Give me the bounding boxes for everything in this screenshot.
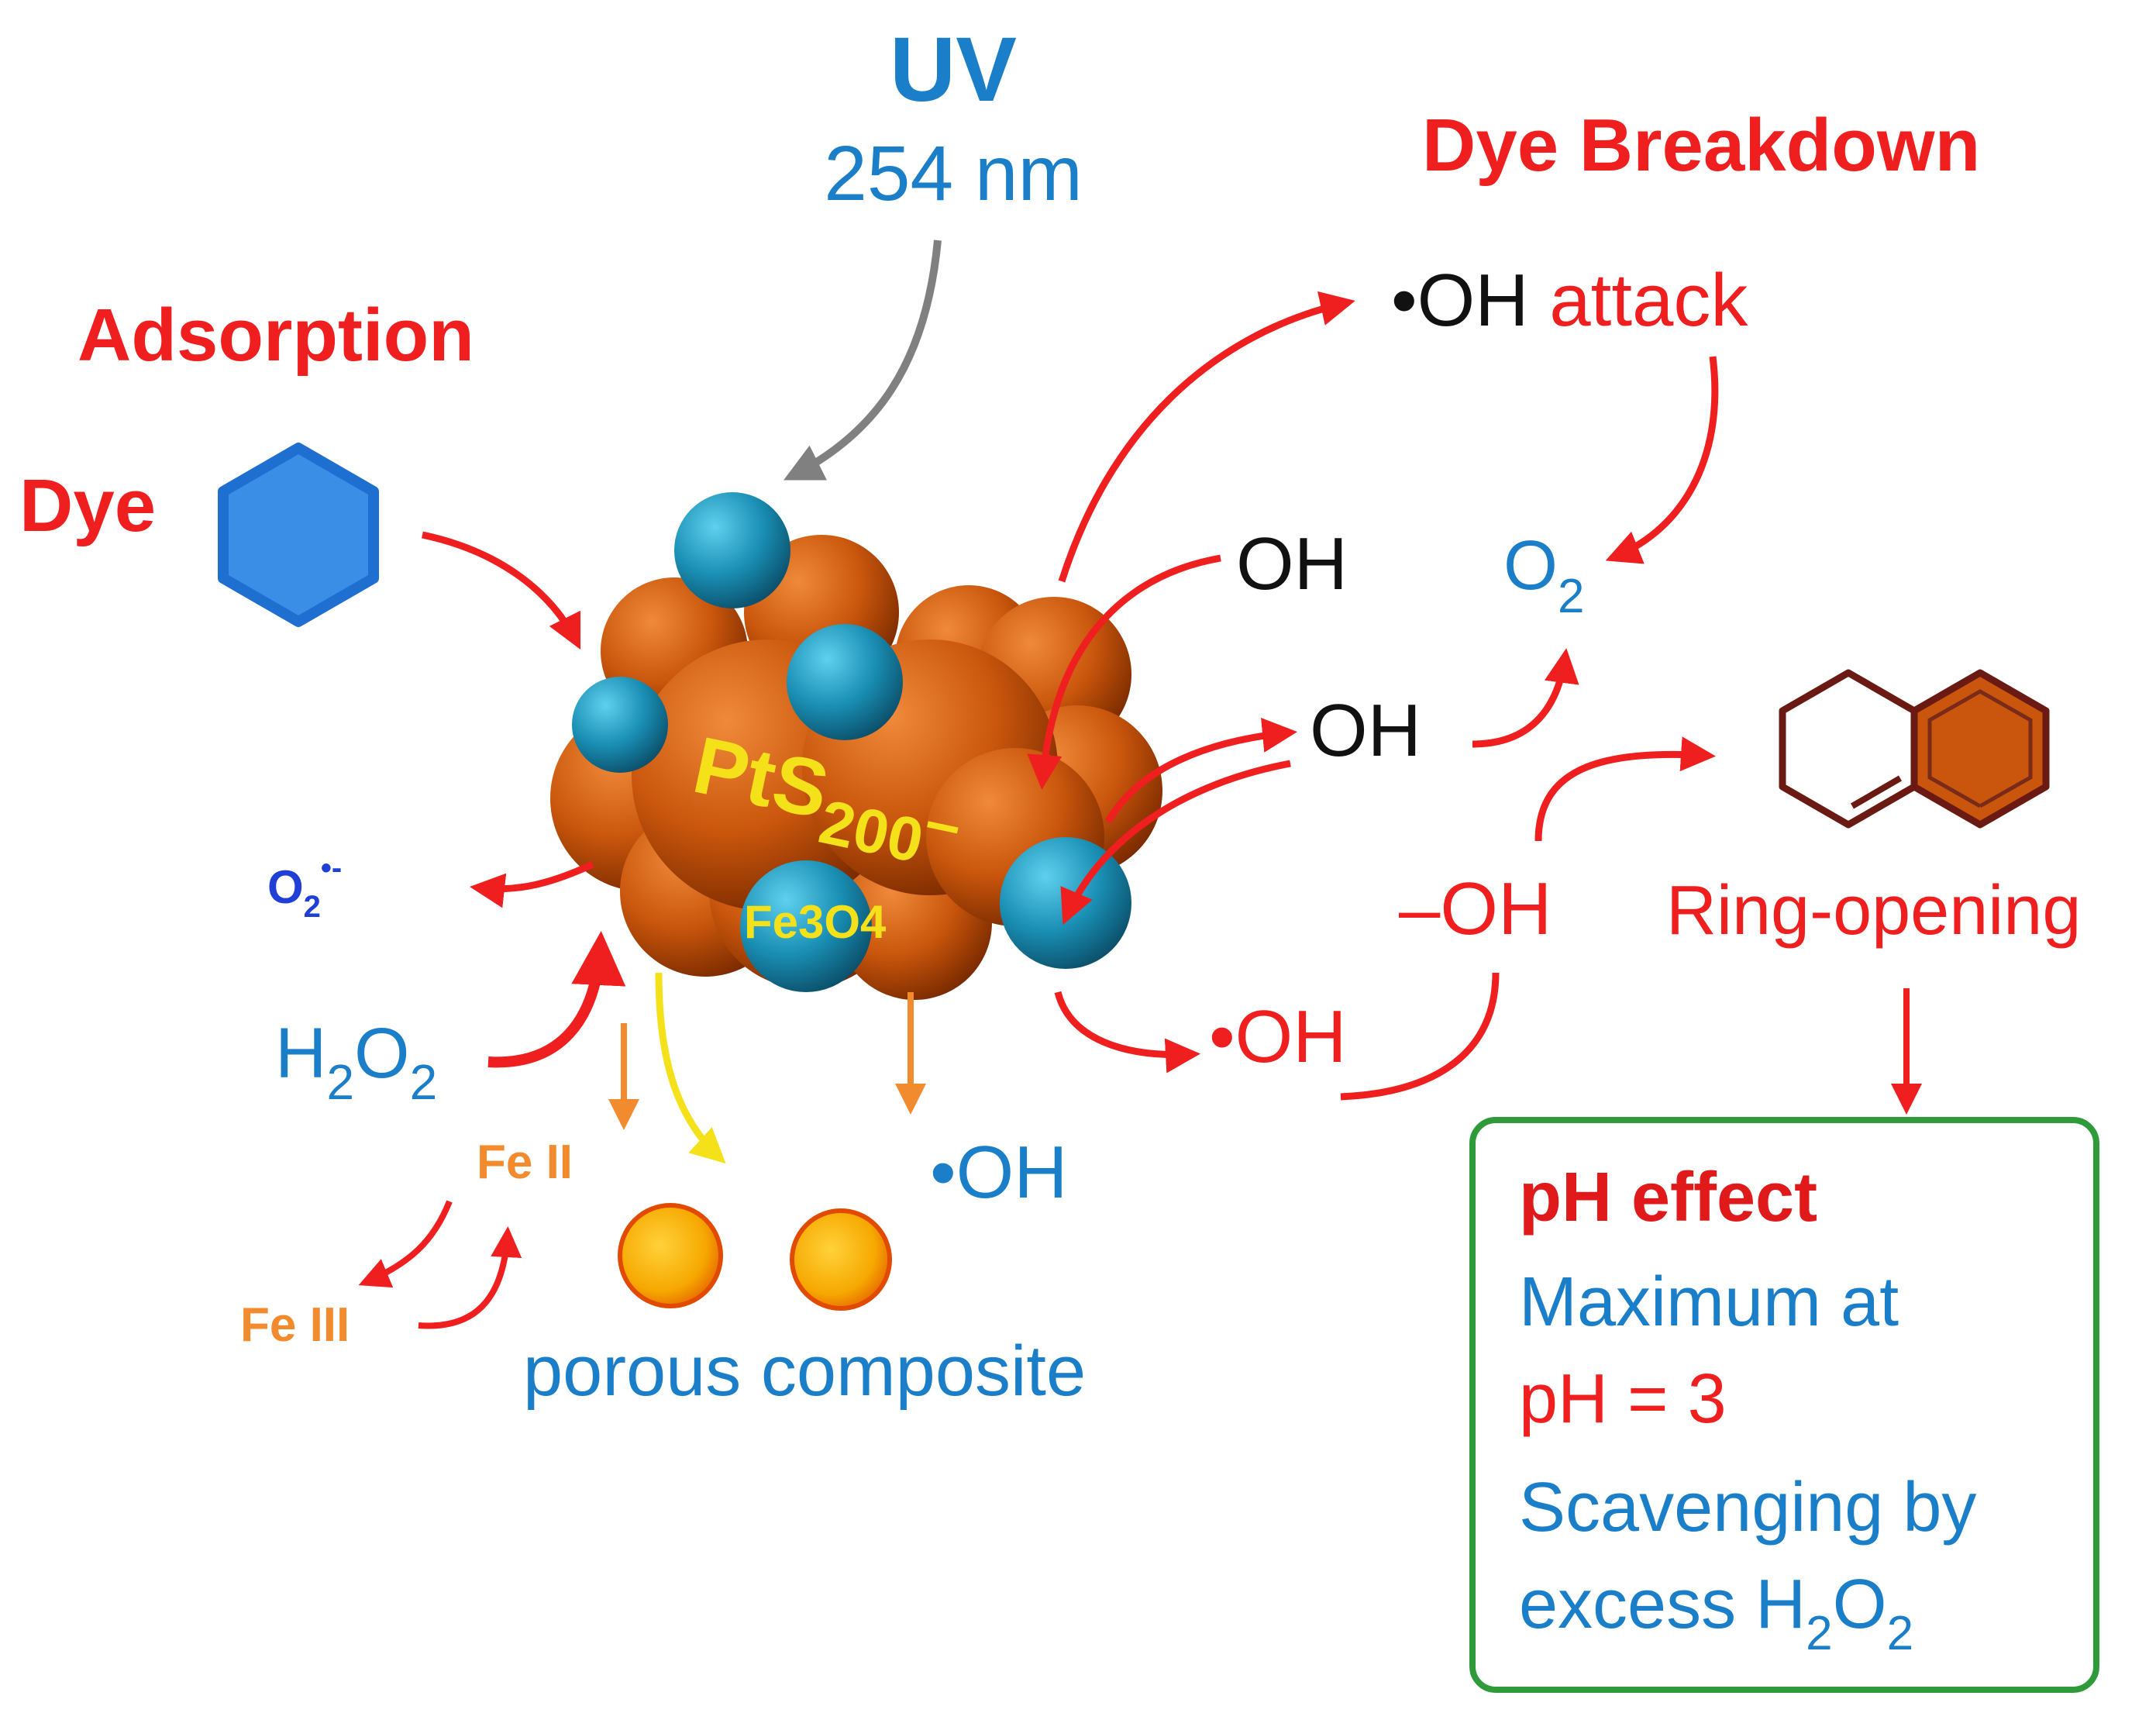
catalyst-to-superoxide-arrow xyxy=(470,860,594,908)
oh-radical-red-label: •OH xyxy=(1209,995,1347,1078)
h2o2-h: H xyxy=(275,1014,326,1093)
teal-sphere xyxy=(572,677,668,773)
oh-attack-word: attack xyxy=(1549,259,1748,342)
fe3-to-fe2-arrow xyxy=(418,1226,522,1329)
uv-arrow xyxy=(784,240,942,481)
fe3o4-label: Fe3O4 xyxy=(744,896,887,948)
catalyst-to-oh-radical-arrow xyxy=(1054,991,1200,1074)
h2o2-sub2: 2 xyxy=(410,1054,438,1110)
h2o2-to-catalyst-arrow xyxy=(487,931,626,1068)
o2-text: O xyxy=(1503,527,1558,605)
superoxide-text: O xyxy=(267,861,304,913)
h2o2-label: H2O2 xyxy=(275,1014,437,1110)
ph-line4-mid: O xyxy=(1833,1566,1887,1643)
oh-radical-blue-label: •OH xyxy=(930,1131,1068,1214)
oh-radical-to-hydroxide-arrow xyxy=(1340,972,1500,1101)
superoxide-subscript: 2 xyxy=(304,890,321,924)
dye-label: Dye xyxy=(19,464,156,547)
porous-composite-label: porous composite xyxy=(523,1332,1086,1411)
teal-sphere xyxy=(1000,837,1131,969)
ph-effect-line2: pH = 3 xyxy=(1519,1360,1727,1438)
fe2-label: Fe II xyxy=(477,1136,573,1189)
o2-label: O2 xyxy=(1503,527,1585,623)
teal-sphere xyxy=(787,624,903,740)
oh-upper-label: OH xyxy=(1236,522,1348,605)
hydroxide-to-ring-arrow xyxy=(1534,736,1716,842)
oh-attack-radical: •OH xyxy=(1391,259,1529,342)
dye-breakdown-title: Dye Breakdown xyxy=(1422,104,1980,187)
porous-particle-icon xyxy=(790,1208,892,1311)
oh-middle-in-arrow xyxy=(1060,760,1291,925)
attack-to-o2-arrow xyxy=(1605,356,1719,564)
oh-to-o2-arrow xyxy=(1472,648,1579,748)
fe3-label: Fe III xyxy=(240,1298,350,1352)
dye-hexagon-icon xyxy=(218,443,379,627)
fe2-to-fe3-arrow xyxy=(358,1200,453,1288)
ring-opening-molecule-icon xyxy=(1779,669,2050,829)
ph-effect-title: pH effect xyxy=(1519,1159,1817,1236)
oh-attack-arrow xyxy=(1058,291,1355,583)
oh-middle-out-arrow xyxy=(1105,718,1297,824)
h2o2-sub1: 2 xyxy=(326,1054,354,1110)
oh-middle-label: OH xyxy=(1310,689,1421,772)
adsorption-title: Adsorption xyxy=(77,294,474,377)
o2-subscript: 2 xyxy=(1558,570,1584,623)
porous-particle-icon xyxy=(618,1203,723,1308)
h2o2-o: O xyxy=(354,1014,410,1093)
ring-opening-label: Ring-opening xyxy=(1666,872,2081,950)
ph-effect-box xyxy=(1469,1117,2099,1693)
hydroxide-label: –OH xyxy=(1399,867,1552,950)
ph-line4-sub2: 2 xyxy=(1887,1607,1913,1660)
superoxide-label: O2•- xyxy=(267,851,342,924)
superoxide-dot: •- xyxy=(321,851,342,885)
ph-effect-line1: Maximum at xyxy=(1519,1263,1899,1341)
ph-line4-pre: excess H xyxy=(1519,1566,1806,1643)
oh-upper-arrow xyxy=(1027,554,1221,790)
oh-attack-label: •OH attack xyxy=(1391,259,1748,342)
ph-effect-line4: excess H2O2 xyxy=(1519,1566,1913,1660)
uv-wavelength: 254 nm xyxy=(824,130,1083,217)
teal-sphere xyxy=(740,860,872,992)
teal-sphere xyxy=(674,492,790,608)
uv-title: UV xyxy=(890,19,1017,121)
adsorption-arrow xyxy=(422,531,581,650)
catalyst-to-porous-arrow xyxy=(655,972,726,1164)
catalyst-cluster xyxy=(550,492,1162,1000)
ph-line4-sub1: 2 xyxy=(1806,1607,1832,1660)
ph-effect-line3: Scavenging by xyxy=(1519,1469,1976,1546)
